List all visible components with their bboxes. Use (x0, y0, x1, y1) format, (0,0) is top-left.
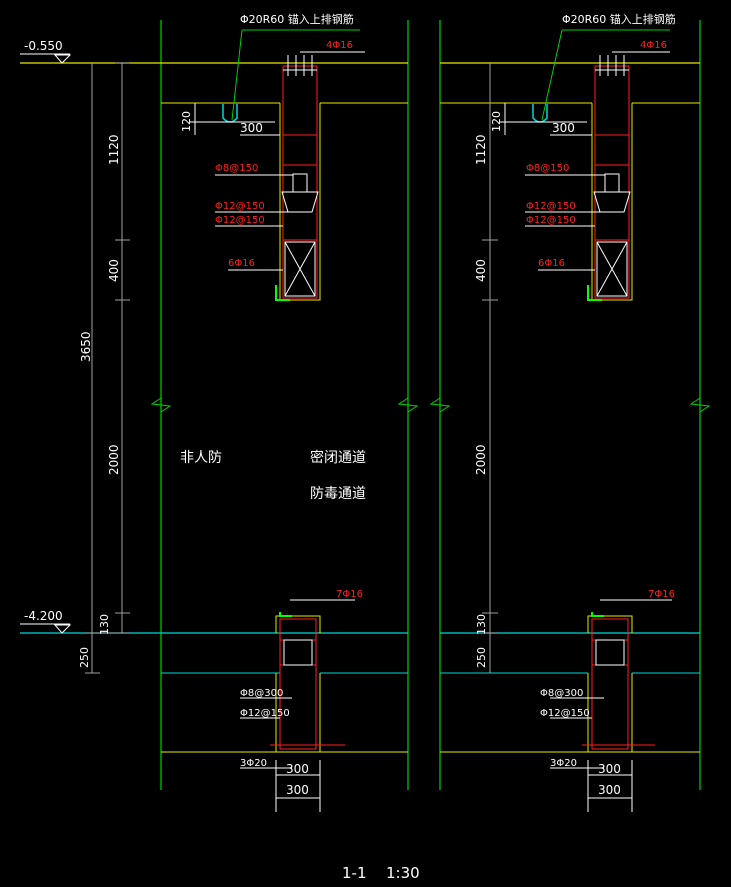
bars3-right: 3Φ20 (550, 758, 577, 769)
bars7-left: 7Φ16 (336, 589, 363, 600)
dim-2000-left: 2000 (107, 444, 121, 475)
dim-130-right: 130 (475, 614, 488, 635)
dim-120-right: 120 (490, 111, 503, 132)
section-title: 1-1 (342, 864, 367, 882)
dim-3650: 3650 (79, 331, 93, 362)
dim-300-right-b1: 300 (598, 762, 621, 776)
section-scale: 1:30 (386, 864, 420, 882)
dim-130-left: 130 (98, 614, 111, 635)
elevation-top: -0.550 (24, 39, 63, 53)
stirrup8-right: Φ8@150 (526, 163, 569, 174)
zone-sealed: 密闭通道 (310, 449, 366, 466)
dim-300-right-b2: 300 (598, 783, 621, 797)
bars6-right: 6Φ16 (538, 258, 565, 269)
bars7-right: 7Φ16 (648, 589, 675, 600)
dim-300-right-top: 300 (552, 121, 575, 135)
zone-non-civil: 非人防 (180, 450, 222, 466)
bars3-left: 3Φ20 (240, 758, 267, 769)
right-detail (429, 20, 711, 812)
dim-1120-right: 1120 (474, 134, 488, 165)
hook-note-left: Φ20R60 锚入上排钢筋 (240, 12, 354, 26)
zone-antigas: 防毒通道 (310, 486, 366, 502)
left-detail (20, 20, 419, 812)
stirrup12c-left: Φ12@150 (240, 708, 290, 719)
top-bars-left: 4Φ16 (326, 40, 353, 51)
stirrup12a-left: Φ12@150 (215, 201, 265, 212)
dim-300-left-b2: 300 (286, 783, 309, 797)
hook-note-right: Φ20R60 锚入上排钢筋 (562, 12, 676, 26)
dim-300-left-b1: 300 (286, 762, 309, 776)
dim-1120-left: 1120 (107, 134, 121, 165)
stirrup12a-right: Φ12@150 (526, 201, 576, 212)
dim-2000-right: 2000 (474, 444, 488, 475)
bars6-left: 6Φ16 (228, 258, 255, 269)
top-bars-right: 4Φ16 (640, 40, 667, 51)
stirrup8-left: Φ8@150 (215, 163, 258, 174)
dim-300-left-top: 300 (240, 121, 263, 135)
stirrup12b-left: Φ12@150 (215, 215, 265, 226)
stirrup12c-right: Φ12@150 (540, 708, 590, 719)
stirrup12b-right: Φ12@150 (526, 215, 576, 226)
dim-250-right: 250 (475, 647, 488, 668)
dim-250-left: 250 (78, 647, 91, 668)
elevation-bottom: -4.200 (24, 609, 63, 623)
dim-120-left: 120 (180, 111, 193, 132)
dim-400-left: 400 (107, 259, 121, 282)
dim-400-right: 400 (474, 259, 488, 282)
stirrup8-300-left: Φ8@300 (240, 688, 283, 699)
stirrup8-300-right: Φ8@300 (540, 688, 583, 699)
